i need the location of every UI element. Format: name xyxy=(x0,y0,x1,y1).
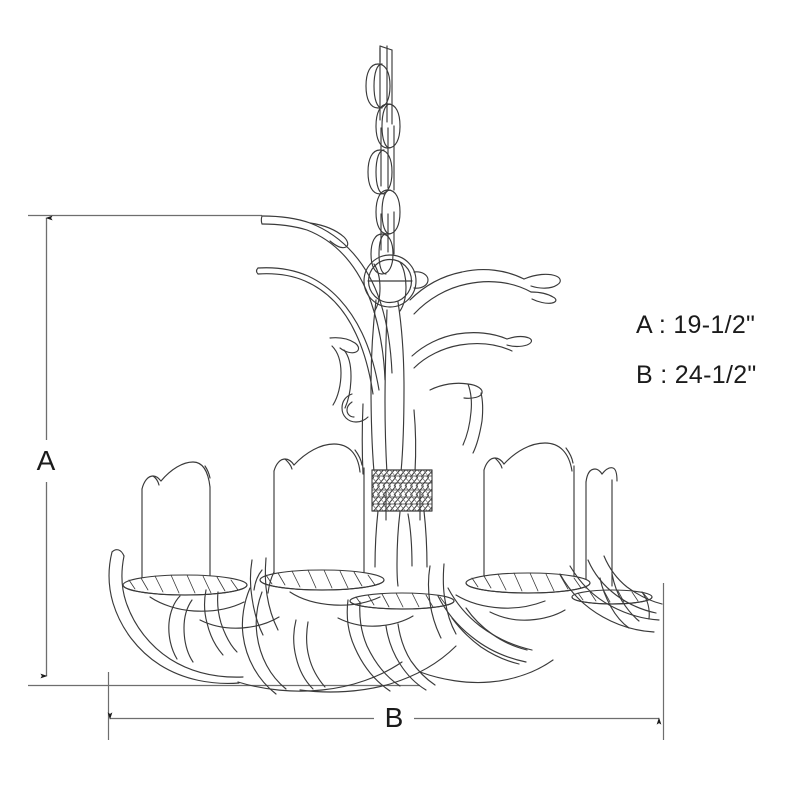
rope-wrapped-band xyxy=(371,469,433,512)
upper-antler-branches xyxy=(255,215,561,454)
candle-sleeve xyxy=(385,491,421,521)
bobeche-rings xyxy=(122,569,653,610)
dimension-legend: A : 19-1/2" B : 24-1/2" xyxy=(636,300,800,400)
bobeche-ring xyxy=(349,592,455,610)
antler-trunk xyxy=(361,299,417,475)
bobeche-ring xyxy=(259,569,385,591)
dimension-label-b: B xyxy=(376,699,412,737)
dimension-label-a: A xyxy=(29,441,63,481)
bobeche-ring xyxy=(465,572,591,594)
lower-antler-arms xyxy=(108,549,663,695)
candle-sleeve xyxy=(585,467,618,589)
chandelier-figure xyxy=(108,45,663,695)
legend-line-b: B : 24-1/2" xyxy=(636,361,757,389)
candle-sleeve xyxy=(273,443,365,579)
candle-sleeves xyxy=(141,442,618,589)
legend-line-a: A : 19-1/2" xyxy=(636,311,756,339)
trunk-lower xyxy=(374,510,428,587)
candle-sleeve xyxy=(141,461,211,585)
bobeche-ring xyxy=(122,574,248,596)
hanging-chain xyxy=(365,45,401,275)
candle-sleeve xyxy=(483,442,575,581)
dimension-lines xyxy=(28,214,665,740)
suspension-ring xyxy=(363,254,429,313)
